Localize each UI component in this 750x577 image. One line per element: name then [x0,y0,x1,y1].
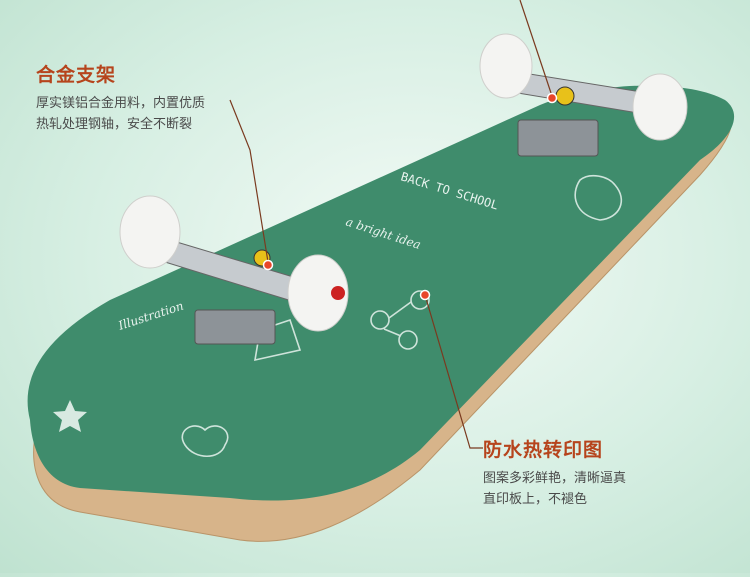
leader-dot-truck [262,259,274,271]
front-truck [479,33,688,157]
callout-desc-line: 直印板上，不褪色 [483,492,588,507]
deck-top [27,85,735,501]
rear-truck [119,195,349,345]
callout-heat-transfer: 防水热转印图 图案多彩鲜艳，清晰逼真 直印板上，不褪色 [483,435,723,510]
leader-dot-print [419,289,431,301]
callout-desc-line: 图案多彩鲜艳，清晰逼真 [483,471,627,486]
callout-description: 厚实镁铝合金用料，内置优质 热轧处理钢轴，安全不断裂 [36,93,266,135]
deck-icons [53,400,87,432]
callout-desc-line: 热轧处理钢轴，安全不断裂 [36,117,193,132]
callout-title: 合金支架 [36,64,117,86]
callout-desc-line: 厚实镁铝合金用料，内置优质 [36,96,206,111]
callout-description: 图案多彩鲜艳，清晰逼真 直印板上，不褪色 [483,468,723,510]
leader-lines [229,0,553,449]
callout-title: 防水热转印图 [483,439,604,461]
leader-dot-top [546,92,558,104]
callout-alloy-truck: 合金支架 厚实镁铝合金用料，内置优质 热轧处理钢轴，安全不断裂 [36,60,266,135]
deck-doodles [181,174,623,458]
